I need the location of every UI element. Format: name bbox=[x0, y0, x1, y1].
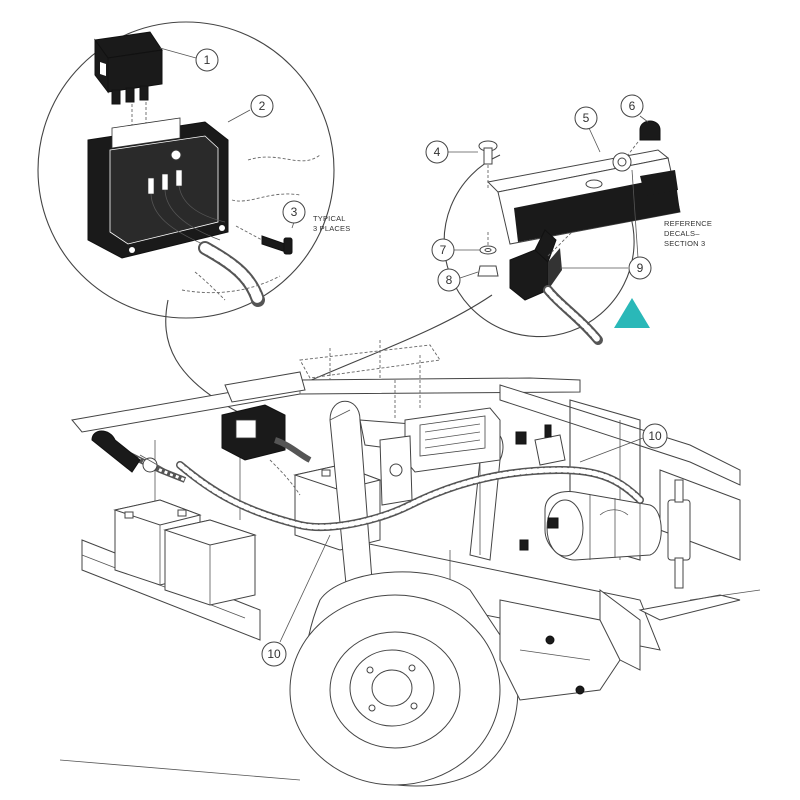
callout-label: 6 bbox=[629, 99, 636, 113]
callout-label: 2 bbox=[259, 99, 266, 113]
rocker-switch bbox=[94, 31, 163, 105]
solenoid bbox=[515, 424, 566, 466]
rear-wheel bbox=[289, 571, 519, 787]
callout-label: 10 bbox=[648, 429, 662, 443]
callout-label: 7 bbox=[440, 243, 447, 257]
mounted-switch-box bbox=[221, 371, 312, 463]
callout-10-upper: 10 bbox=[579, 423, 668, 463]
callout-1: 1 bbox=[159, 47, 219, 72]
callout-label: 8 bbox=[446, 273, 453, 287]
ref-decals-note: REFERENCE DECALS– SECTION 3 bbox=[664, 219, 712, 248]
callout-8: 8 bbox=[437, 268, 479, 292]
callout-6: 6 bbox=[620, 94, 649, 123]
motor bbox=[519, 491, 662, 561]
callout-label: 1 bbox=[204, 53, 211, 67]
wire-harness-detail bbox=[181, 241, 281, 307]
axle-assembly bbox=[499, 599, 621, 701]
svg-text:REFERENCE: REFERENCE bbox=[664, 219, 712, 228]
mounting-bracket bbox=[486, 149, 681, 245]
callout-label: 10 bbox=[267, 647, 281, 661]
callout-3: 3 TYPICAL 3 PLACES bbox=[282, 200, 350, 233]
callout-label: 5 bbox=[583, 111, 590, 125]
svg-text:DECALS–: DECALS– bbox=[664, 229, 700, 238]
controller bbox=[379, 407, 501, 506]
bracket-nut bbox=[585, 152, 632, 189]
callout-label: 3 bbox=[291, 205, 298, 219]
leader-line-bracket bbox=[299, 294, 493, 386]
callout-2: 2 bbox=[227, 94, 274, 123]
callout-5: 5 bbox=[574, 106, 601, 153]
detail-circle-bracket bbox=[443, 120, 681, 345]
svg-text:SECTION 3: SECTION 3 bbox=[664, 239, 705, 248]
detail-circle-switch bbox=[37, 21, 335, 319]
charger-receptacle bbox=[91, 430, 176, 476]
screw bbox=[235, 225, 293, 255]
shock-absorber bbox=[667, 479, 691, 589]
typical-note-line2: 3 PLACES bbox=[313, 224, 350, 233]
callout-4: 4 bbox=[425, 140, 478, 164]
warning-triangle-icon bbox=[614, 298, 650, 328]
terminal-cap bbox=[623, 120, 661, 161]
callout-label: 9 bbox=[637, 261, 644, 275]
bracket-screw bbox=[478, 140, 498, 188]
typical-note-line1: TYPICAL bbox=[313, 214, 346, 223]
callout-9: 9 bbox=[560, 169, 652, 280]
washer-and-nut bbox=[477, 232, 499, 277]
callout-10-lower: 10 bbox=[261, 534, 331, 667]
reverse-buzzer bbox=[509, 229, 603, 345]
switch-box bbox=[87, 117, 229, 259]
callout-7: 7 bbox=[431, 238, 480, 262]
callout-label: 4 bbox=[434, 145, 441, 159]
